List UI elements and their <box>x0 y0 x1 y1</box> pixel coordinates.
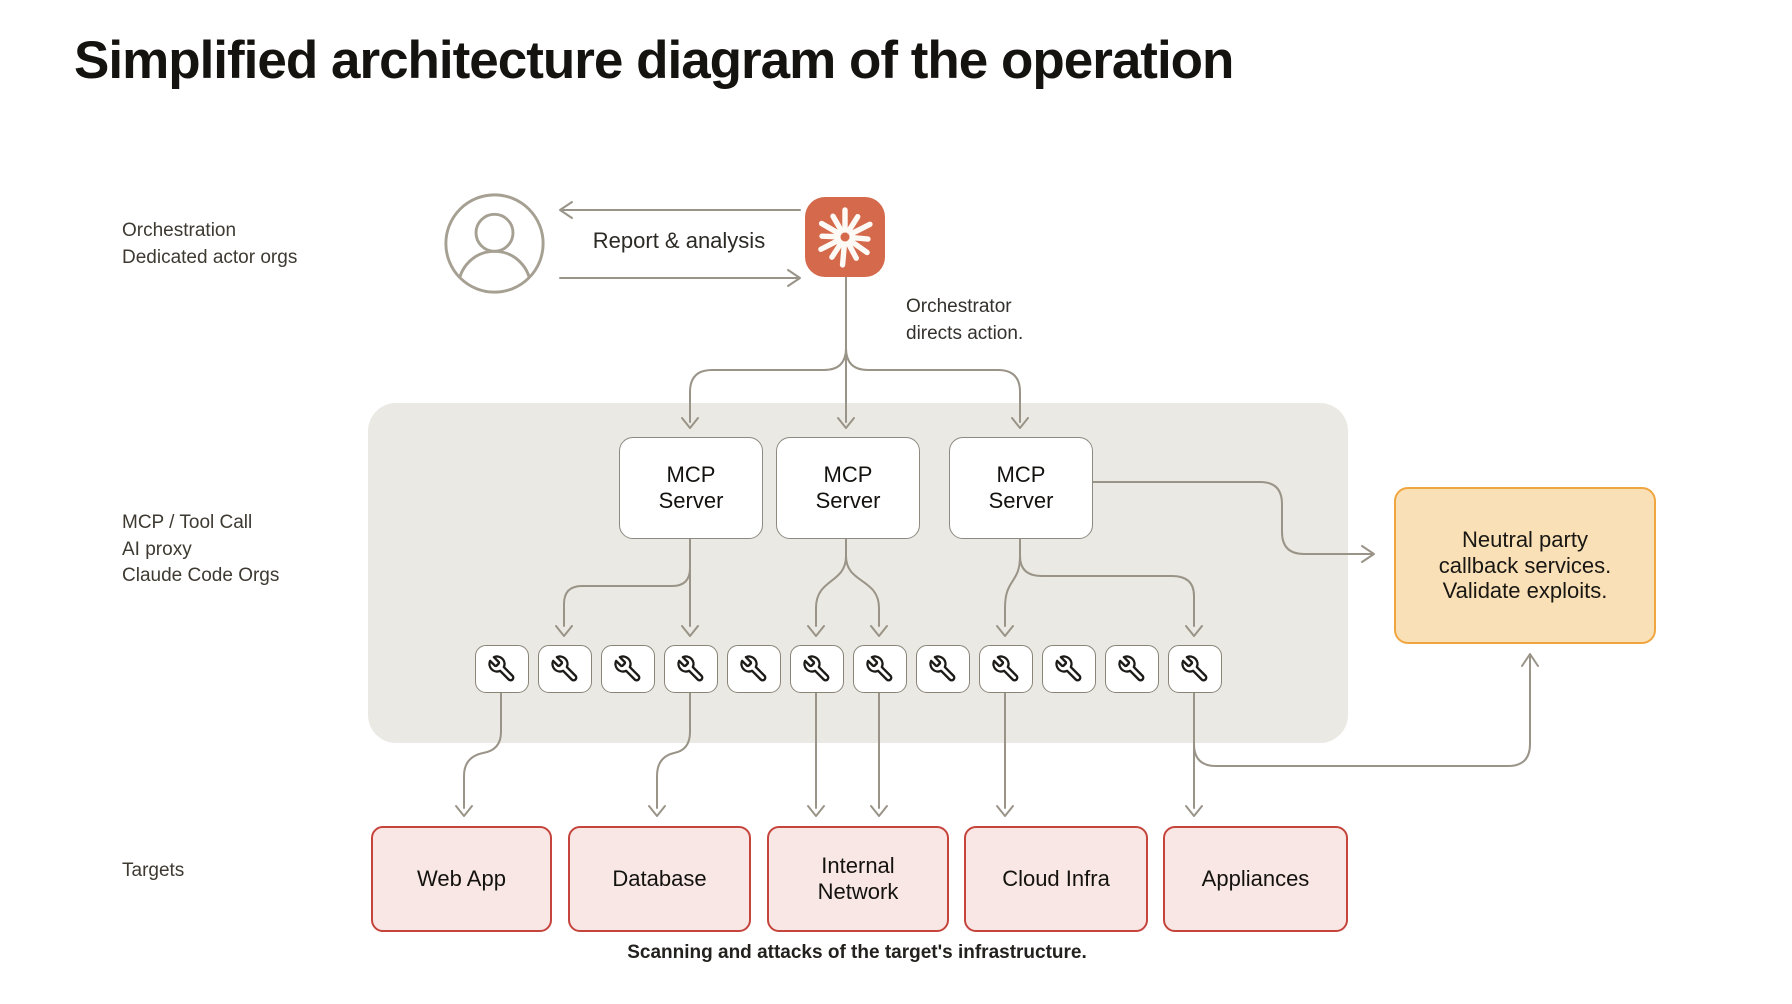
wrench-icon <box>613 654 643 684</box>
mcp-server-box-1: MCP Server <box>619 437 763 539</box>
wrench-icon <box>1054 654 1084 684</box>
tool-chip-1 <box>475 645 529 693</box>
target-box-database: Database <box>568 826 751 932</box>
claude-logo-icon <box>805 197 885 277</box>
operator-avatar-icon <box>444 193 545 294</box>
target-box-appliances: Appliances <box>1163 826 1348 932</box>
row-label-targets: Targets <box>122 860 185 881</box>
tool-chip-9 <box>979 645 1033 693</box>
wrench-icon <box>550 654 580 684</box>
target-box-web-app: Web App <box>371 826 552 932</box>
wrench-icon <box>991 654 1021 684</box>
tool-chip-12 <box>1168 645 1222 693</box>
tool-chip-8 <box>916 645 970 693</box>
wrench-icon <box>739 654 769 684</box>
tool-chip-3 <box>601 645 655 693</box>
report-analysis-label: Report & analysis <box>592 228 766 253</box>
target-box-internal-network: Internal Network <box>767 826 949 932</box>
tool-chip-2 <box>538 645 592 693</box>
tool-chip-5 <box>727 645 781 693</box>
tool-chip-10 <box>1042 645 1096 693</box>
wrench-icon <box>1180 654 1210 684</box>
target-box-cloud-infra: Cloud Infra <box>964 826 1148 932</box>
row-label-orchestration: Orchestration Dedicated actor orgs <box>122 220 298 268</box>
wrench-icon <box>928 654 958 684</box>
tool-chip-4 <box>664 645 718 693</box>
wrench-icon <box>865 654 895 684</box>
tool-chip-7 <box>853 645 907 693</box>
diagram-caption: Scanning and attacks of the target's inf… <box>627 942 1087 963</box>
page-title: Simplified architecture diagram of the o… <box>74 31 1234 90</box>
mcp-server-box-2: MCP Server <box>776 437 920 539</box>
orchestrator-note: Orchestrator directs action. <box>906 296 1024 344</box>
tool-chip-6 <box>790 645 844 693</box>
wrench-icon <box>802 654 832 684</box>
callback-services-box: Neutral party callback services. Validat… <box>1394 487 1656 644</box>
tool-chip-11 <box>1105 645 1159 693</box>
wrench-icon <box>1117 654 1147 684</box>
wrench-icon <box>487 654 517 684</box>
row-label-mcp: MCP / Tool Call AI proxy Claude Code Org… <box>122 512 280 587</box>
wrench-icon <box>676 654 706 684</box>
mcp-server-box-3: MCP Server <box>949 437 1093 539</box>
